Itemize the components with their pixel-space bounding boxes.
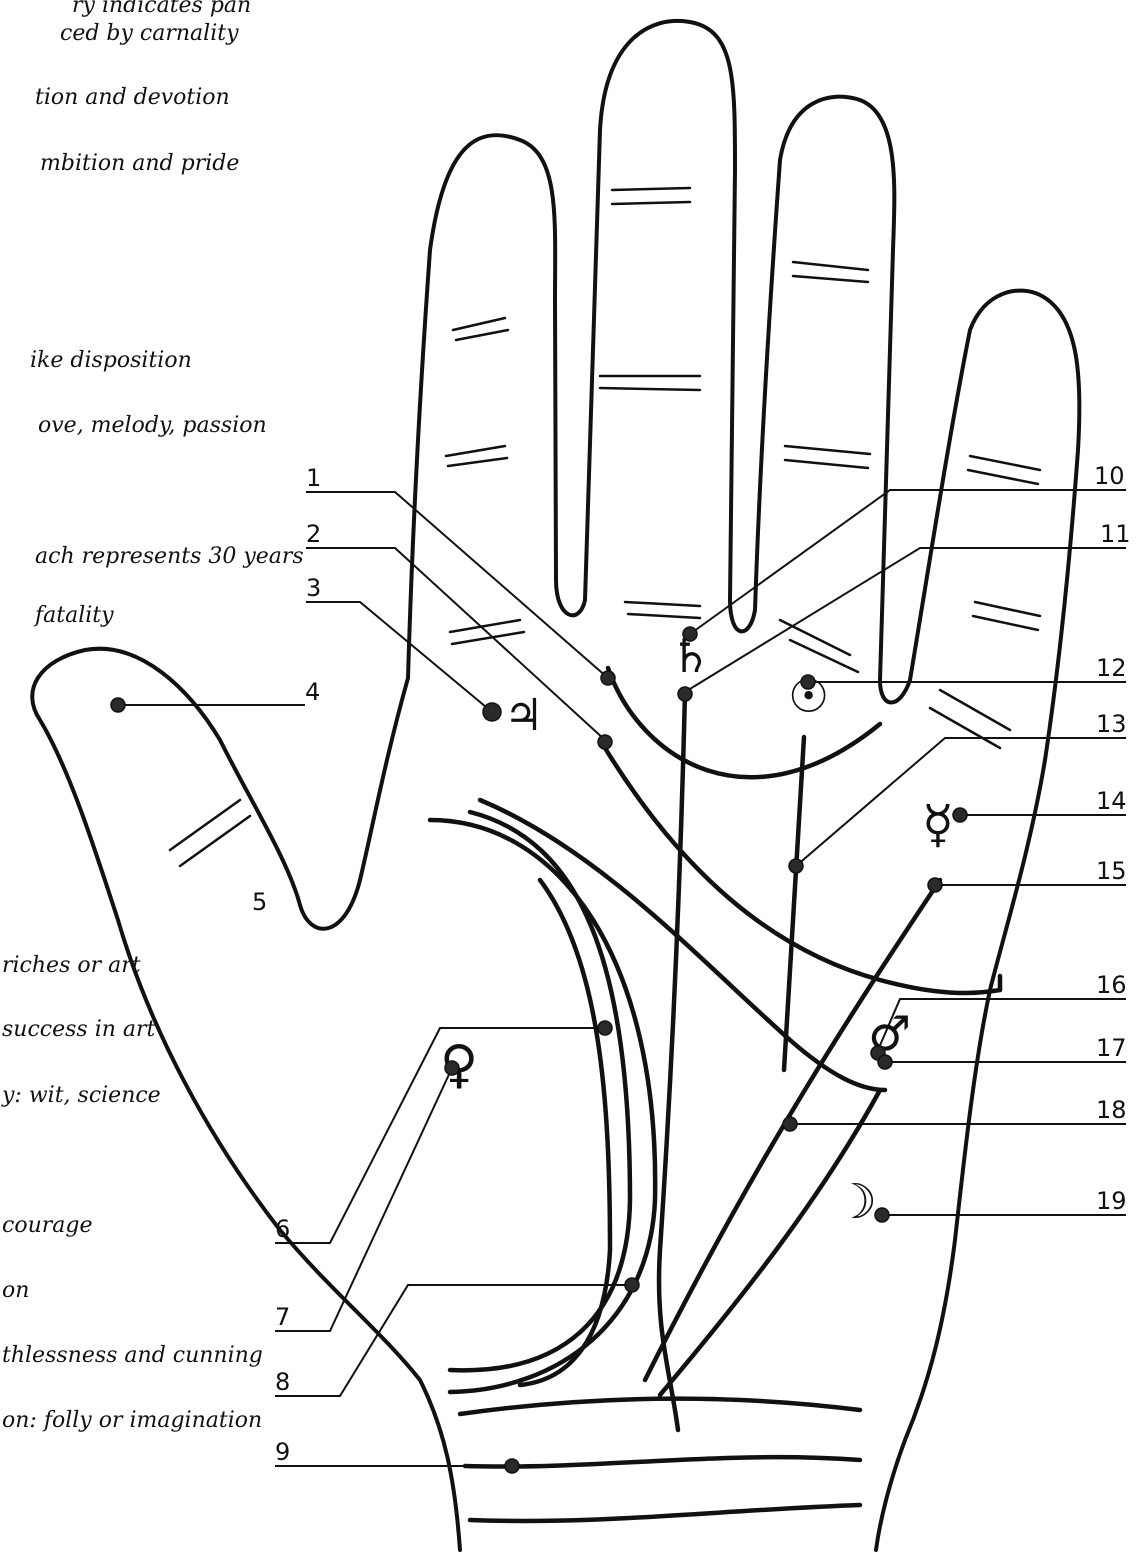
- bracelet-2: [465, 1457, 860, 1466]
- callout-6: 6: [275, 1215, 290, 1243]
- palm-lines: [430, 668, 1000, 1521]
- callout-2: 2: [306, 520, 321, 548]
- legend-line-15: on: folly or imagination: [2, 1408, 262, 1433]
- marker-1: [601, 671, 615, 685]
- callout-7: 7: [275, 1303, 290, 1331]
- callout-12: 12: [1096, 654, 1127, 682]
- marker-7: [445, 1061, 459, 1075]
- callout-17: 17: [1096, 1034, 1127, 1062]
- callout-3: 3: [306, 574, 321, 602]
- bracelet-1: [460, 1399, 860, 1414]
- hand-outline: [32, 21, 1079, 1550]
- legend-line-10: success in art: [2, 1017, 156, 1042]
- callout-9: 9: [275, 1438, 290, 1466]
- marker-12: [801, 675, 815, 689]
- marker-9: [505, 1459, 519, 1473]
- legend-line-14: thlessness and cunning: [2, 1343, 263, 1368]
- callout-4: 4: [305, 678, 320, 706]
- callout-11: 11: [1100, 520, 1131, 548]
- sun-line: [784, 737, 804, 1070]
- little-finger-outline: [910, 291, 1079, 760]
- marker-18: [783, 1117, 797, 1131]
- marker-15: [928, 878, 942, 892]
- callout-8: 8: [275, 1368, 290, 1396]
- callout-10: 10: [1094, 462, 1125, 490]
- legend: ry indicates pan ced by carnality tion a…: [1, 0, 304, 1433]
- callout-1: 1: [306, 464, 321, 492]
- life-line-outer: [430, 820, 655, 1392]
- legend-line-3: tion and devotion: [35, 85, 230, 110]
- legend-line-13: on: [2, 1278, 29, 1303]
- legend-line-2: ced by carnality: [60, 21, 239, 46]
- life-line-inner: [520, 880, 610, 1385]
- marker-2: [598, 735, 612, 749]
- legend-line-4: mbition and pride: [40, 151, 239, 176]
- marker-3: [483, 703, 501, 721]
- callout-15: 15: [1096, 857, 1127, 885]
- legend-line-6: ove, melody, passion: [38, 413, 267, 438]
- legend-line-11: y: wit, science: [1, 1083, 161, 1108]
- callout-5: 5: [252, 888, 267, 916]
- legend-line-12: courage: [2, 1213, 92, 1238]
- ring-finger-outline: [755, 97, 910, 703]
- jupiter-symbol: ♃: [504, 690, 543, 741]
- callout-19: 19: [1096, 1187, 1127, 1215]
- legend-line-1: ry indicates pan: [72, 0, 251, 18]
- legend-line-8: fatality: [33, 603, 114, 628]
- girdle-of-venus-line: [608, 668, 880, 777]
- index-finger-outline: [408, 135, 585, 678]
- bracelet-3: [470, 1505, 860, 1521]
- callout-18: 18: [1096, 1096, 1127, 1124]
- marker-8: [625, 1278, 639, 1292]
- hepatic-line-lower: [660, 1090, 880, 1395]
- palm-edge-outline: [876, 760, 1045, 1550]
- mount-symbols: ♄ ♃ ☉ ☿ ♂ ♀ ☽: [440, 629, 954, 1230]
- marker-11: [678, 687, 692, 701]
- marker-4: [111, 698, 125, 712]
- moon-symbol: ☽: [834, 1174, 877, 1230]
- marker-19: [875, 1208, 889, 1222]
- callout-16: 16: [1096, 971, 1127, 999]
- finger-creases: [170, 188, 1040, 866]
- marker-17: [878, 1055, 892, 1069]
- marker-13: [789, 859, 803, 873]
- legend-line-5: ike disposition: [30, 348, 192, 373]
- legend-line-9: riches or art: [2, 953, 141, 978]
- marker-10: [683, 627, 697, 641]
- callout-14: 14: [1096, 787, 1127, 815]
- fate-line: [659, 692, 685, 1430]
- marker-14: [953, 808, 967, 822]
- callout-13: 13: [1096, 710, 1127, 738]
- legend-line-7: ach represents 30 years: [35, 544, 304, 569]
- middle-finger-outline: [585, 21, 755, 631]
- mercury-symbol: ☿: [922, 795, 954, 855]
- marker-6: [598, 1021, 612, 1035]
